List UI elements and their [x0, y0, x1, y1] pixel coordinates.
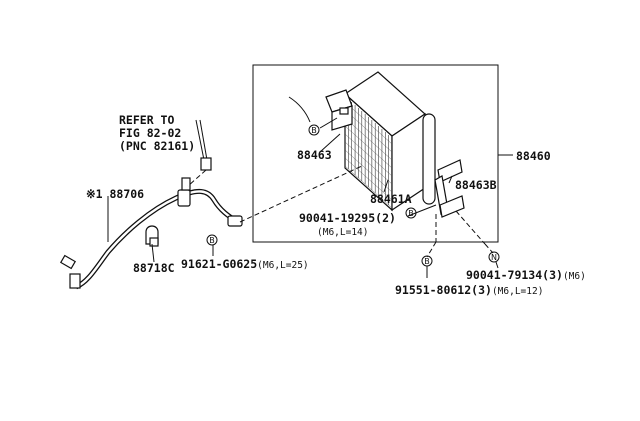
leader-top-left: [288, 96, 311, 123]
refer-line-3: (PNC 82161): [119, 139, 195, 153]
marker-b-pipe: B: [206, 234, 218, 246]
label-88463: 88463: [297, 148, 332, 162]
label-88461a: 88461A: [370, 192, 412, 206]
condenser-fins: [344, 99, 393, 209]
svg-text:N: N: [491, 253, 497, 262]
bracket-88463: [325, 89, 353, 131]
refer-line-2: FIG 82-02: [119, 126, 181, 140]
label-bolt2: 91621-G0625(M6,L=25): [181, 257, 309, 271]
assembly-box: [252, 64, 499, 243]
marker-b-bolt1: B: [405, 207, 417, 219]
label-bolt1-spec: (M6,L=14): [317, 227, 368, 238]
svg-text:B: B: [424, 257, 430, 266]
svg-text:B: B: [408, 209, 414, 218]
label-bolt1-code: 90041-19295(2): [299, 211, 396, 225]
label-nut: 90041-79134(3)(M6): [466, 268, 586, 282]
refer-line-1: REFER TO: [119, 113, 174, 127]
svg-text:B: B: [311, 126, 317, 135]
bracket-88463b: [434, 159, 465, 218]
marker-n-nut: N: [488, 251, 500, 263]
label-bolt3: 91551-80612(3)(M6,L=12): [395, 283, 543, 297]
svg-text:B: B: [209, 236, 215, 245]
label-88460: 88460: [516, 149, 551, 163]
pipe-88706: [59, 177, 243, 290]
label-88706: ※1 88706: [86, 187, 144, 201]
condenser-core: [344, 71, 436, 212]
marker-b-top: B: [308, 124, 320, 136]
label-88718c: 88718C: [133, 261, 175, 275]
marker-b-bolt3: B: [421, 255, 433, 267]
label-88463b: 88463B: [455, 178, 497, 192]
clip-88718c: [145, 225, 159, 247]
